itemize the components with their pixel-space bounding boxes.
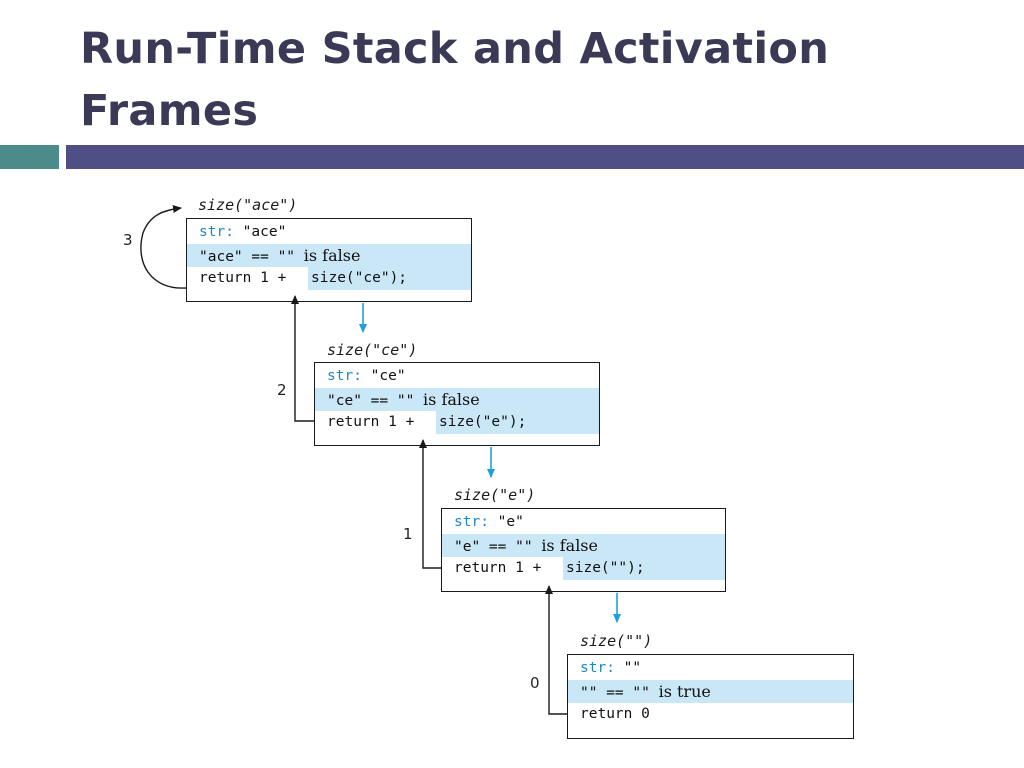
condition-code: "e" == "" (454, 539, 533, 555)
frame-str-row: str: "ce" (315, 365, 599, 388)
activation-frame-empty: str: "" "" == "" is true return 0 (567, 654, 854, 739)
str-key: str: (454, 514, 489, 530)
return-call: size("ce"); (308, 267, 471, 290)
frame-condition-row: "ce" == "" is false (315, 388, 599, 411)
return-left: return 1 + (315, 411, 415, 434)
frame-return-row: return 1 + size(""); (442, 557, 725, 580)
str-value: "e" (497, 514, 524, 530)
frame-str-row: str: "e" (442, 511, 725, 534)
frame-return-row: return 0 (568, 703, 853, 726)
str-value: "ace" (242, 224, 287, 240)
accent-bar-indigo (66, 145, 1024, 169)
step-number-1: 1 (403, 525, 413, 543)
step-number-3: 3 (123, 231, 133, 249)
frame-return-row: return 1 + size("ce"); (187, 267, 471, 290)
condition-code: "ace" == "" (199, 249, 296, 265)
str-key: str: (199, 224, 234, 240)
frame-str-row: str: "ace" (187, 221, 471, 244)
str-value: "" (623, 660, 642, 676)
return-call: size("e"); (436, 411, 599, 434)
return-arrow-1 (419, 439, 441, 569)
condition-code: "" == "" (580, 685, 650, 701)
frame-label-ce: size("ce") (327, 341, 418, 359)
frame-condition-row: "ace" == "" is false (187, 244, 471, 267)
str-value: "ce" (370, 368, 406, 384)
condition-result: is false (303, 246, 361, 265)
return-arrow-0 (545, 585, 567, 715)
frame-label-empty: size("") (580, 632, 653, 650)
slide-title-line1: Run-Time Stack and Activation (80, 24, 830, 74)
return-call: size(""); (563, 557, 725, 580)
frame-str-row: str: "" (568, 657, 853, 680)
step-number-0: 0 (530, 674, 540, 692)
condition-result: is false (423, 390, 480, 409)
return-left: return 1 + (187, 267, 287, 290)
frame-condition-row: "e" == "" is false (442, 534, 725, 557)
frame-return-row: return 1 + size("e"); (315, 411, 599, 434)
accent-bar-teal (0, 145, 59, 169)
step-number-2: 2 (277, 381, 287, 399)
frame-label-ace: size("ace") (198, 196, 298, 214)
frame-condition-row: "" == "" is true (568, 680, 853, 703)
condition-code: "ce" == "" (327, 393, 415, 409)
return-arrow-2 (291, 295, 314, 422)
str-key: str: (580, 660, 615, 676)
return-left: return 1 + (442, 557, 542, 580)
return-value: return 0 (580, 706, 650, 722)
activation-frame-ce: str: "ce" "ce" == "" is false return 1 +… (314, 362, 600, 446)
condition-result: is false (541, 536, 598, 555)
loop-return-arrow (140, 205, 187, 289)
condition-result: is true (658, 682, 711, 701)
activation-frame-ace: str: "ace" "ace" == "" is false return 1… (186, 218, 472, 302)
slide-title: Run-Time Stack and Activation Frames (80, 18, 980, 142)
activation-frame-e: str: "e" "e" == "" is false return 1 + si… (441, 508, 726, 592)
str-key: str: (327, 368, 362, 384)
frame-label-e: size("e") (454, 486, 536, 504)
slide-title-line2: Frames (80, 86, 259, 136)
